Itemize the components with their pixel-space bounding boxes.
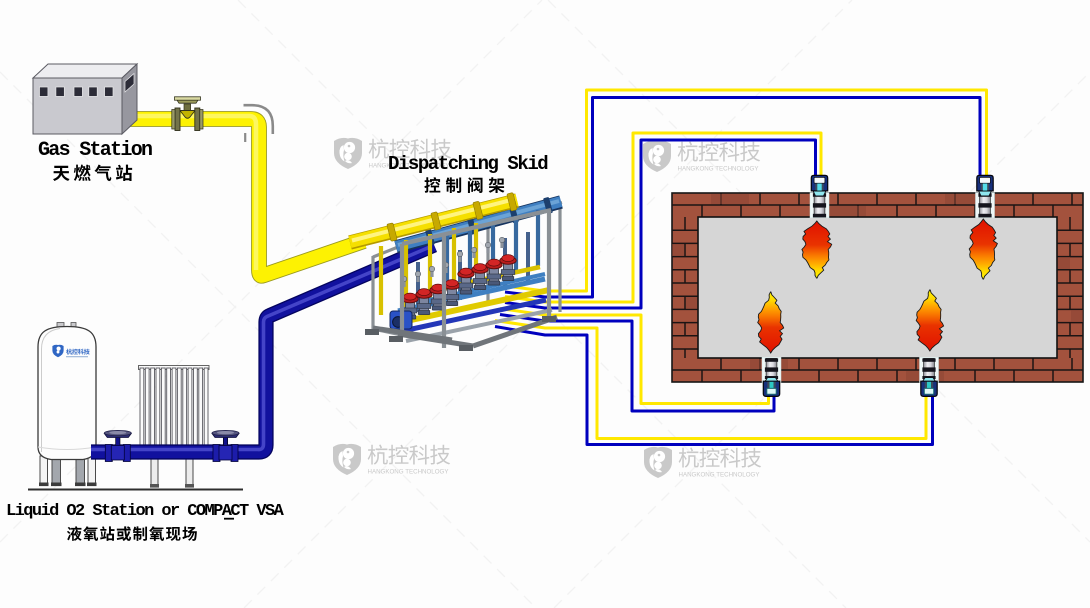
svg-text:Dispatching Skid: Dispatching Skid [388, 153, 548, 175]
svg-text:Liquid O2 Station or COMPACT V: Liquid O2 Station or COMPACT VSA [6, 502, 285, 521]
svg-text:HANGKONG TECHNOLOGY: HANGKONG TECHNOLOGY [369, 163, 451, 170]
svg-text:HANGKONG TECHNOLOGY: HANGKONG TECHNOLOGY [678, 166, 760, 173]
svg-text:HANGKONG TECHNOLOGY: HANGKONG TECHNOLOGY [679, 472, 761, 479]
svg-text:Gas Station: Gas Station [38, 139, 152, 162]
svg-text:HANGKONG TECHNOLOGY: HANGKONG TECHNOLOGY [368, 469, 450, 476]
